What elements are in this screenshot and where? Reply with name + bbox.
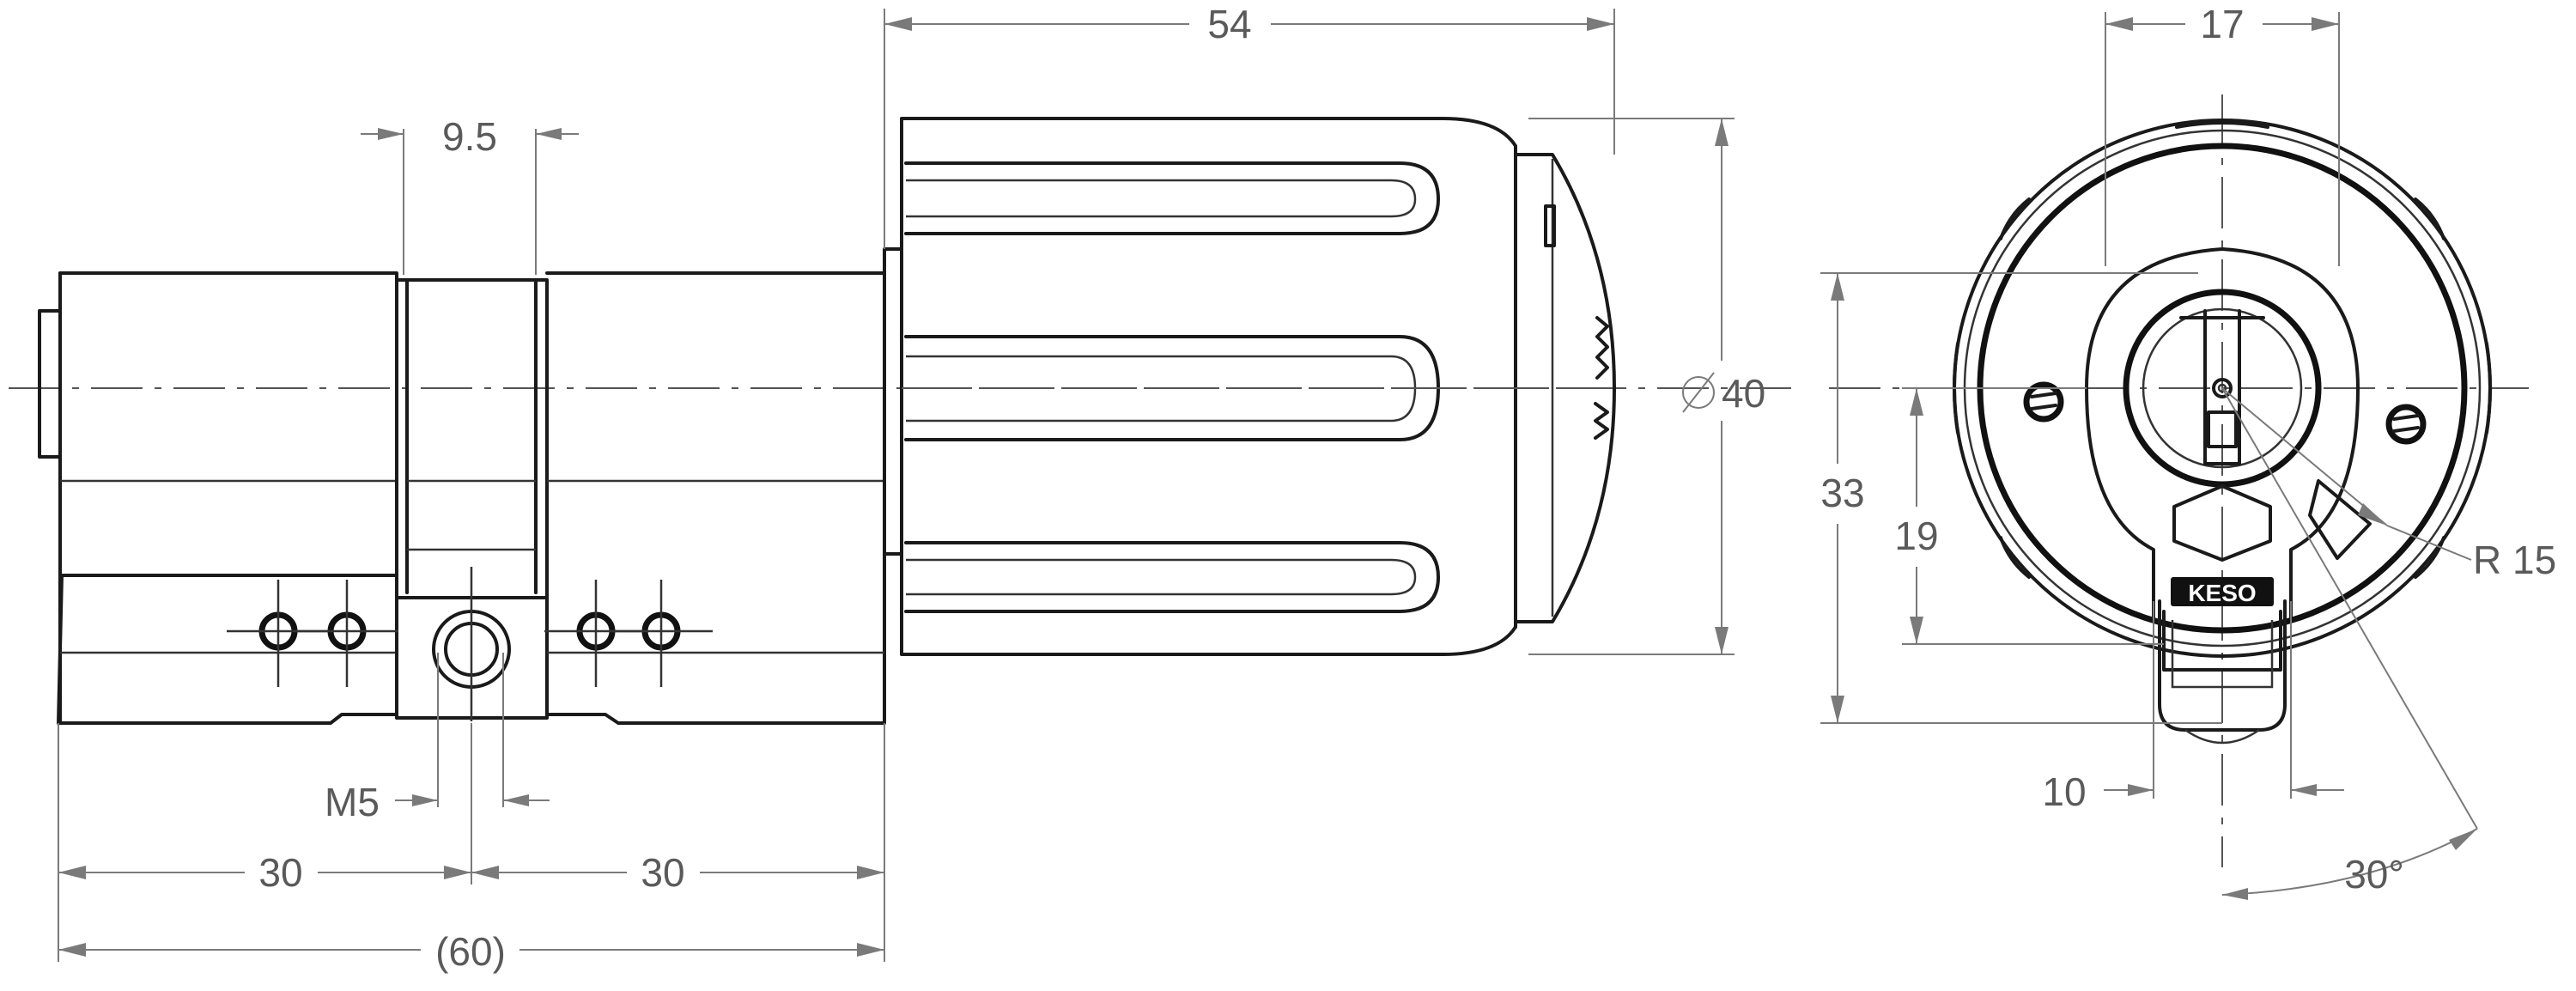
- dim-profile-width: 10: [2042, 769, 2086, 814]
- screw-right: [2385, 404, 2427, 445]
- dimension-9-5: 9.5: [361, 114, 579, 275]
- dimension-60: (60): [58, 929, 884, 974]
- cylinder-side-view: [9, 247, 1795, 725]
- pin-hole-1: [227, 580, 330, 687]
- screw-left: [2023, 381, 2064, 423]
- pin-hole-4: [610, 580, 713, 687]
- pin-hole-2: [295, 580, 398, 687]
- dimension-17: 17: [2105, 2, 2340, 266]
- dimension-30-degrees: 30°: [2221, 387, 2478, 900]
- dimension-m5: M5: [325, 653, 550, 824]
- dimension-33: 33: [1820, 272, 2222, 724]
- dimension-19: 19: [1894, 387, 2164, 645]
- dim-left-half: 30: [258, 850, 302, 895]
- dimension-10: 10: [2042, 601, 2344, 814]
- front-view: KESO: [1829, 94, 2529, 867]
- dim-thread: M5: [325, 780, 380, 824]
- keso-logo: KESO: [2171, 577, 2274, 606]
- knob-side-view: [900, 117, 1623, 656]
- dimension-r15: R 15: [2221, 387, 2556, 582]
- dimension-diameter-40: 40: [1528, 118, 1765, 655]
- brand-label: KESO: [2188, 580, 2256, 606]
- dim-radius: R 15: [2473, 538, 2556, 582]
- dim-front-width: 17: [2200, 2, 2244, 46]
- dim-total-length: (60): [435, 929, 506, 974]
- dim-profile-height: 19: [1894, 514, 1938, 558]
- dim-cam-width: 9.5: [442, 114, 497, 159]
- dim-knob-length: 54: [1207, 2, 1251, 46]
- dimension-30-30: 30 30: [58, 723, 885, 962]
- dim-front-height: 33: [1820, 471, 1864, 515]
- dimension-54: 54: [884, 2, 1615, 249]
- dim-angle: 30°: [2344, 852, 2404, 897]
- dim-knob-diameter: 40: [1722, 371, 1765, 416]
- dim-right-half: 30: [641, 850, 684, 895]
- pin-hole-3: [544, 580, 647, 687]
